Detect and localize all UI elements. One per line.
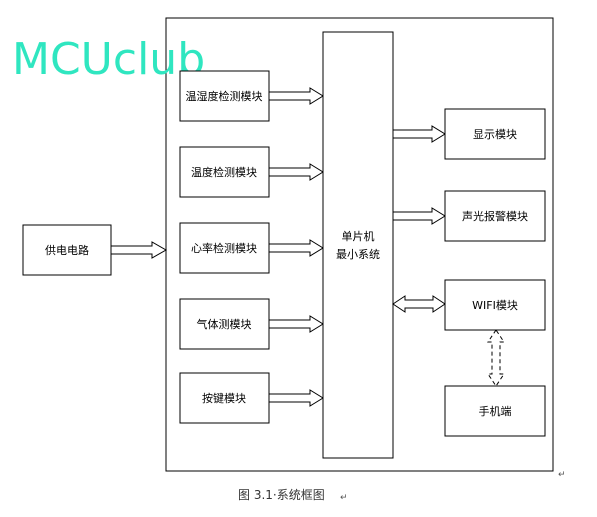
display-box [444,108,546,160]
watermark-text: MCUclub [12,34,205,85]
input-box-5 [179,372,270,424]
input-arrow-5 [268,389,324,407]
caption-paragraph-mark: ↵ [340,493,348,503]
system-frame [165,17,554,472]
alarm-label: 声光报警模块 [462,209,528,223]
input-box-1 [179,70,270,122]
input-box-3 [179,222,270,274]
output-arrow-alarm [392,207,446,225]
mcu-label-line1: 单片机 [342,229,375,243]
wifi-label: WIFI模块 [472,299,518,312]
power-arrow [110,241,168,259]
input-label-5: 按键模块 [202,391,246,405]
input-label-2: 温度检测模块 [191,165,257,179]
alarm-box [444,190,546,242]
input-arrow-3 [268,239,324,257]
wifi-box [444,279,546,331]
wifi-bidirectional-arrow [392,295,446,313]
input-label-4: 气体测模块 [197,317,252,331]
input-label-3: 心率检测模块 [191,241,257,255]
phone-label: 手机端 [479,404,512,418]
input-arrow-2 [268,163,324,181]
display-label: 显示模块 [473,128,517,141]
input-label-1: 温湿度检测模块 [186,89,263,103]
mcu-label-line2: 最小系统 [336,248,380,261]
power-label: 供电电路 [45,243,89,257]
phone-box [444,385,546,437]
mcu-box [322,31,394,459]
input-arrow-1 [268,87,324,105]
output-arrow-display [392,125,446,143]
input-box-4 [179,298,270,350]
input-arrow-4 [268,315,324,333]
wireless-link-arrow [487,329,505,387]
outer-paragraph-mark: ↵ [558,470,566,480]
power-box [22,224,112,276]
figure-caption: 图 3.1·系统框图 [238,488,325,502]
